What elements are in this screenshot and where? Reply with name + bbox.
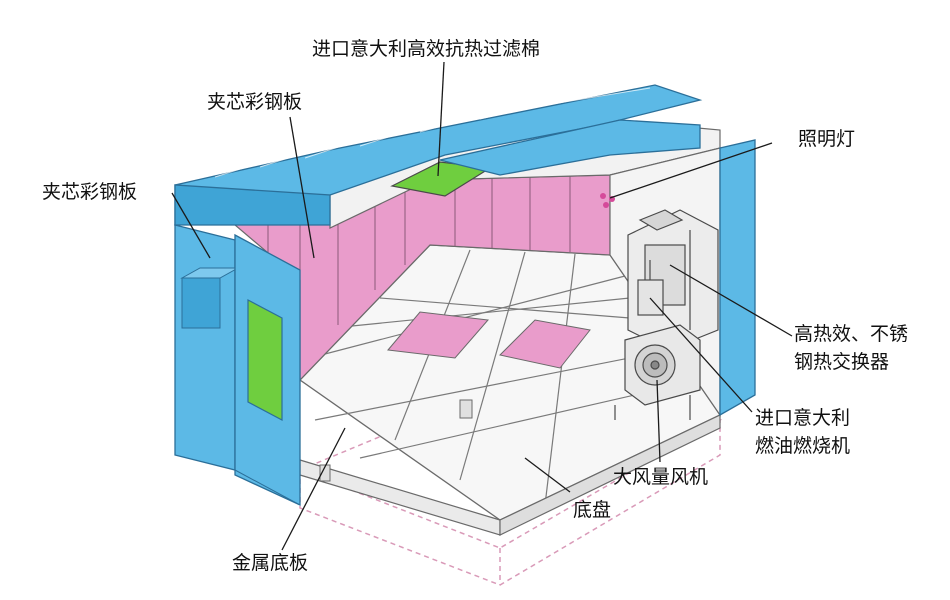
label-light: 照明灯 [798,128,855,150]
fan-unit [614,324,701,420]
left-wall [174,224,240,471]
label-burner-line2: 燃油燃烧机 [755,435,850,457]
floor-edge [299,414,721,536]
label-exchanger-line2: 钢热交换器 [794,351,889,373]
burner [637,260,664,316]
label-chassis: 底盘 [573,499,611,521]
label-fan: 大风量风机 [613,466,708,488]
label-filter: 进口意大利高效抗热过滤棉 [312,38,540,60]
label-floor: 金属底板 [232,552,308,574]
label-panel-top: 夹芯彩钢板 [207,91,302,113]
floor-grid [299,244,721,521]
leader-lines [171,61,793,551]
label-panel-left: 夹芯彩钢板 [42,181,137,203]
roof-panels [174,84,703,226]
floor-fixtures [319,399,473,482]
label-exchanger-line1: 高热效、不锈 [794,323,908,345]
label-burner-line1: 进口意大利 [755,407,850,429]
door [234,233,301,507]
